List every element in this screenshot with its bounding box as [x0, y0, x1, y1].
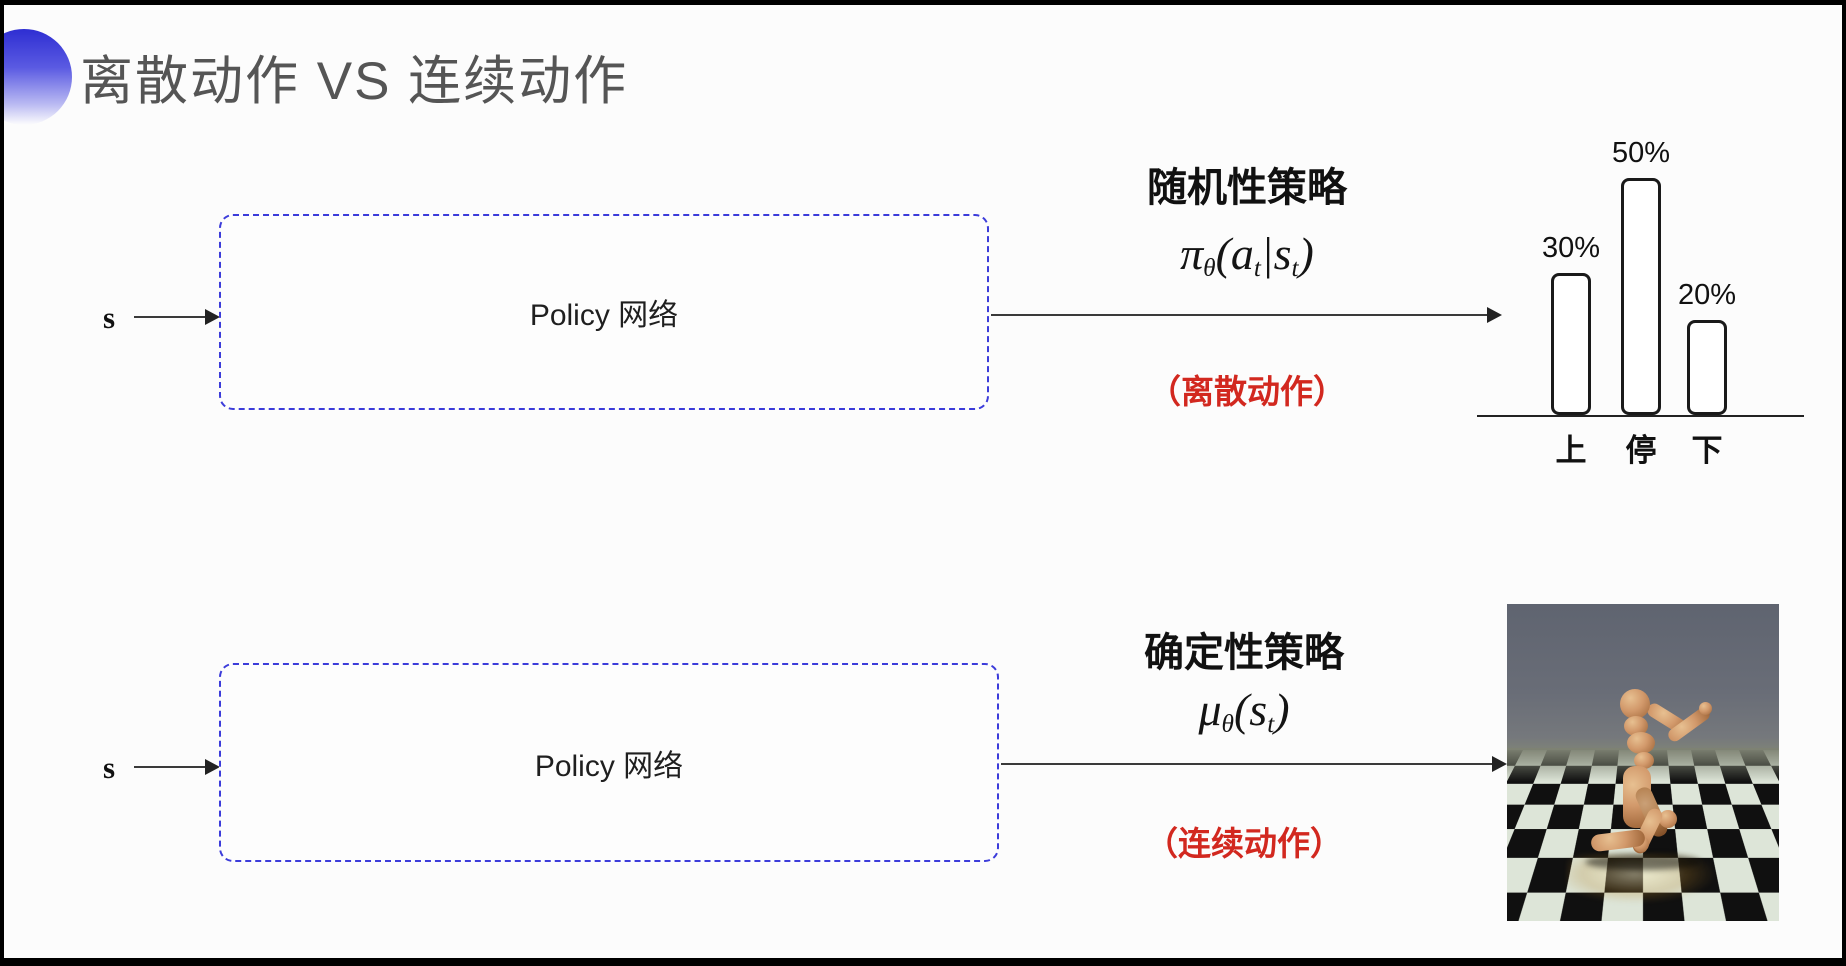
input-arrow-row2 [134, 759, 220, 775]
action-type-row2: （连续动作） [1145, 825, 1343, 862]
humanoid-robot-image [1507, 604, 1779, 921]
policy-formula-row2: μθ(st) [1049, 683, 1439, 739]
bars-area: 30% 50% 20% [1477, 137, 1804, 415]
formula-symbol: s [1273, 228, 1292, 279]
policy-type-row1: 随机性策略 [1147, 166, 1347, 210]
category-label: 下 [1691, 433, 1723, 468]
title-accent-circle [4, 29, 72, 125]
formula-subscript: θ [1203, 254, 1216, 283]
slide-title: 离散动作 VS 连续动作 [80, 52, 629, 111]
state-input-label-row2: s [102, 750, 116, 785]
action-type-row1: （离散动作） [1148, 373, 1346, 410]
formula-subscript: t [1267, 710, 1275, 739]
bar-value-label: 50% [1611, 137, 1671, 169]
robot-knee [1659, 810, 1677, 828]
category-labels: 上 停下 [1477, 425, 1804, 468]
robot-waist [1634, 752, 1654, 769]
policy-network-box-row2: Policy 网络 [219, 663, 999, 862]
category-label: 停 [1625, 433, 1657, 468]
output-arrow-row1 [991, 307, 1502, 323]
policy-network-box-row1: Policy 网络 [219, 214, 989, 410]
output-arrow-row2 [1001, 756, 1507, 772]
slide-canvas: 离散动作 VS 连续动作 s Policy 网络 随机性策略 πθ(at|st)… [4, 5, 1842, 958]
chart-axis [1477, 415, 1804, 417]
robot-chest [1627, 732, 1655, 754]
policy-network-label-row2: Policy 网络 [534, 749, 684, 783]
state-input-label-row1: s [102, 300, 116, 335]
bar-下 [1687, 320, 1727, 415]
formula-symbol: s [1249, 684, 1268, 735]
bar-value-label: 30% [1541, 232, 1601, 264]
formula-paren: ) [1298, 228, 1314, 279]
formula-symbol: a [1230, 228, 1254, 279]
formula-paren: ( [1233, 684, 1250, 735]
formula-symbol: π [1180, 228, 1204, 279]
input-arrow-row1 [134, 309, 220, 325]
formula-paren: ( [1215, 228, 1231, 279]
bar-上 [1551, 273, 1591, 415]
robot-head [1620, 689, 1650, 719]
formula-paren: ) [1274, 684, 1290, 735]
category-label: 上 [1555, 433, 1587, 468]
robot-neck [1624, 716, 1648, 736]
robot-hand [1699, 702, 1712, 715]
action-bar-chart: 30% 50% 20% 上 停下 [1477, 137, 1807, 475]
bar-停 [1621, 178, 1661, 415]
formula-subscript: t [1253, 254, 1261, 283]
bar-value-label: 20% [1677, 279, 1737, 311]
policy-formula-row1: πθ(at|st) [1052, 227, 1442, 283]
formula-bar: | [1260, 228, 1274, 279]
formula-subscript: θ [1221, 710, 1234, 739]
formula-subscript: t [1291, 254, 1299, 283]
policy-network-label-row1: Policy 网络 [529, 299, 679, 332]
formula-symbol: μ [1198, 684, 1222, 735]
robot-shadow [1585, 854, 1701, 870]
policy-type-row2: 确定性策略 [1144, 631, 1344, 675]
